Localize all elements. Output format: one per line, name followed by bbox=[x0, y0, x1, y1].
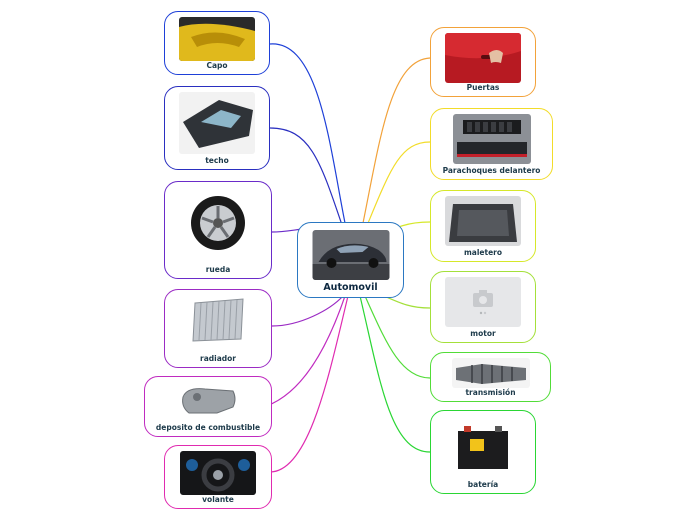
battery-photo bbox=[452, 421, 514, 475]
topic-deposito[interactable]: deposito de combustible bbox=[144, 376, 272, 437]
link-techo bbox=[269, 127, 344, 229]
link-bateria bbox=[359, 295, 431, 453]
topic-parachoques[interactable]: Parachoques delantero bbox=[430, 108, 553, 180]
topic-rueda[interactable]: rueda bbox=[164, 181, 272, 279]
topic-label: motor bbox=[470, 329, 496, 338]
topic-label: maletero bbox=[463, 248, 503, 257]
topic-label: rueda bbox=[205, 265, 231, 274]
topic-motor[interactable]: motor bbox=[430, 271, 536, 343]
wheel-photo bbox=[187, 192, 249, 254]
central-topic-label: Automovil bbox=[323, 282, 378, 293]
link-parachoques bbox=[365, 141, 431, 229]
topic-capo[interactable]: Capo bbox=[164, 11, 270, 75]
topic-label: transmisión bbox=[465, 388, 516, 397]
link-transmision bbox=[364, 295, 431, 379]
car-photo bbox=[312, 230, 389, 280]
link-volante bbox=[269, 295, 349, 473]
image-placeholder-icon bbox=[445, 277, 521, 327]
central-topic[interactable]: Automovil bbox=[297, 222, 404, 298]
radiator-photo bbox=[187, 295, 249, 345]
topic-maletero[interactable]: maletero bbox=[430, 190, 536, 262]
link-capo bbox=[269, 43, 347, 229]
topic-volante[interactable]: volante bbox=[164, 445, 272, 509]
sunroof-photo bbox=[179, 92, 255, 154]
trunk-photo bbox=[445, 196, 521, 246]
topic-label: batería bbox=[467, 480, 499, 489]
front-bumper-photo bbox=[452, 114, 531, 164]
link-puertas bbox=[361, 57, 431, 229]
topic-label: techo bbox=[205, 156, 229, 165]
topic-label: Parachoques delantero bbox=[442, 166, 541, 175]
topic-label: Capo bbox=[206, 61, 228, 70]
steering-wheel-photo bbox=[180, 451, 256, 495]
topic-label: deposito de combustible bbox=[155, 423, 261, 432]
car-door-photo bbox=[445, 33, 521, 83]
topic-techo[interactable]: techo bbox=[164, 86, 270, 170]
topic-label: Puertas bbox=[466, 83, 500, 92]
car-hood-photo bbox=[179, 17, 255, 61]
topic-transmision[interactable]: transmisión bbox=[430, 352, 551, 402]
fuel-tank-photo bbox=[177, 383, 239, 419]
topic-puertas[interactable]: Puertas bbox=[430, 27, 536, 97]
topic-radiador[interactable]: radiador bbox=[164, 289, 272, 368]
link-radiador bbox=[271, 295, 344, 327]
topic-label: radiador bbox=[200, 354, 236, 363]
transmission-photo bbox=[451, 358, 530, 388]
topic-bateria[interactable]: batería bbox=[430, 410, 536, 494]
topic-label: volante bbox=[202, 495, 234, 504]
